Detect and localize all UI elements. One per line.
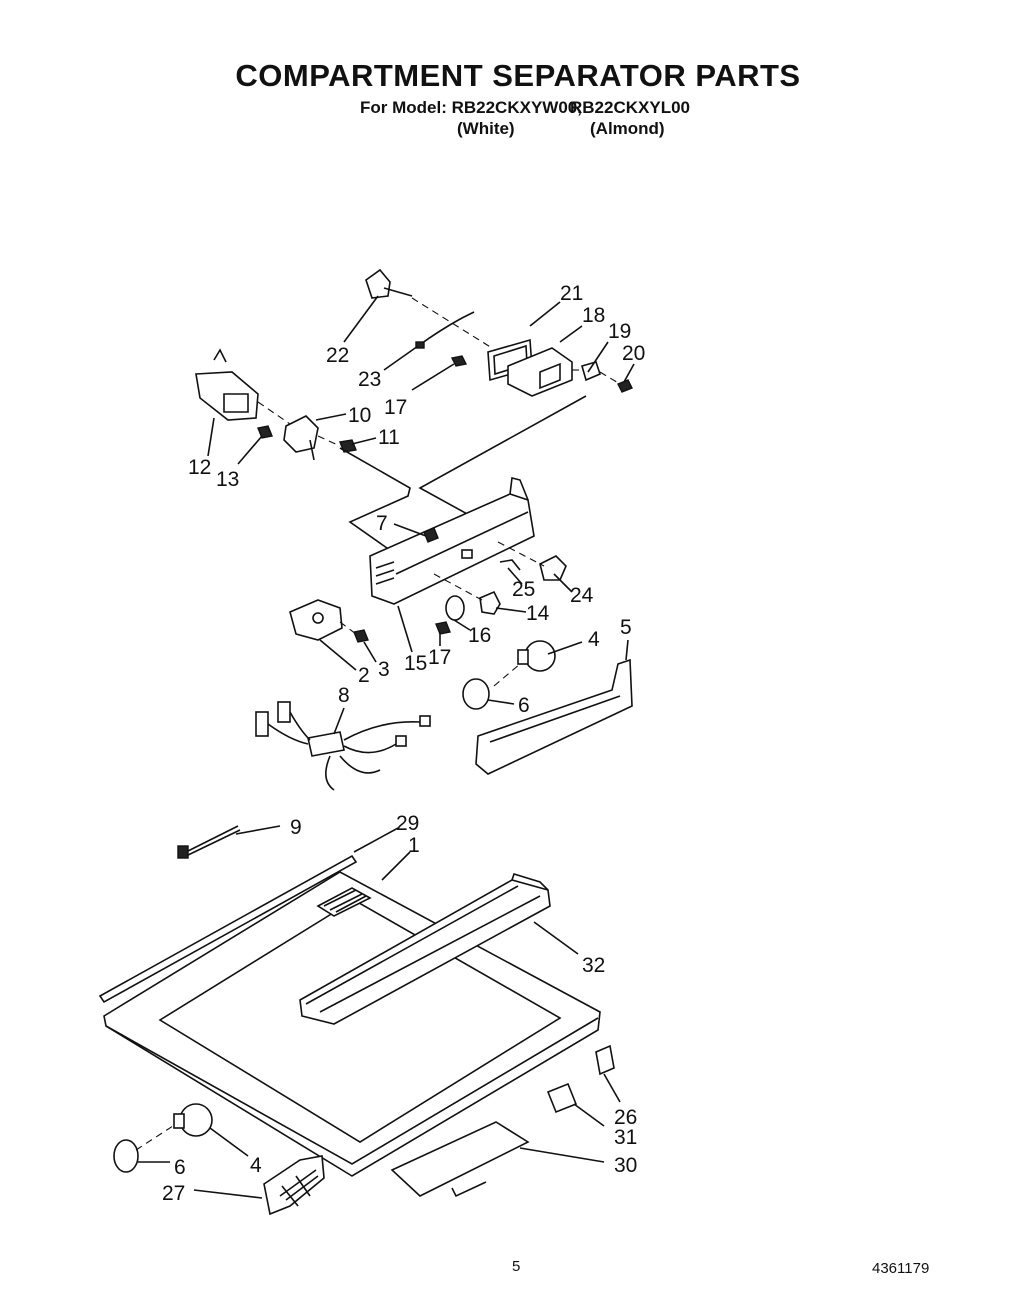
part-15-control-housing <box>369 477 535 605</box>
part-6-lens-lower <box>113 1139 139 1173</box>
callout-15: 15 <box>404 652 427 675</box>
part-24-knob <box>539 555 567 581</box>
part-6-lens-upper <box>462 678 490 710</box>
callout-21: 21 <box>560 282 583 305</box>
part-26-clip <box>595 1044 615 1076</box>
callout-16: 16 <box>468 624 491 647</box>
page-number: 5 <box>512 1258 521 1275</box>
callout-32: 32 <box>582 954 605 977</box>
part-12-bracket <box>195 348 259 421</box>
part-1-separator-frame <box>103 871 601 1177</box>
part-2-damper-control <box>289 599 343 641</box>
part-16-grommet <box>445 595 465 621</box>
part-22-grommet <box>365 268 413 299</box>
model-number-almond: RB22CKXYL00 <box>570 98 690 117</box>
part-30-cover-plate <box>390 1121 530 1198</box>
callout-13: 13 <box>216 468 239 491</box>
part-7-clip <box>423 527 439 543</box>
callout-6-upper: 6 <box>518 694 530 717</box>
part-17-screw-top <box>450 355 468 367</box>
callout-14: 14 <box>526 602 550 625</box>
model-line: For Model: RB22CKXYW00, <box>360 98 582 117</box>
callout-19: 19 <box>608 320 631 343</box>
part-4-bulb-upper <box>517 640 556 672</box>
part-29-seal-strip <box>98 854 358 1004</box>
callout-10: 10 <box>348 404 371 427</box>
callout-24: 24 <box>570 584 594 607</box>
leader-lines <box>138 295 635 1199</box>
callout-8: 8 <box>338 684 350 707</box>
part-5-light-shield <box>475 658 633 775</box>
part-32-channel <box>299 873 551 1025</box>
callout-26: 26 <box>614 1106 637 1129</box>
callout-30: 30 <box>614 1154 637 1177</box>
document-number: 4361179 <box>872 1260 930 1277</box>
part-27-grille <box>263 1155 325 1216</box>
part-13-screw <box>257 425 273 439</box>
part-18-light-housing <box>507 347 573 397</box>
callout-23: 23 <box>358 368 381 391</box>
part-19-knob <box>581 361 601 382</box>
part-3-screw <box>353 629 369 643</box>
callout-20: 20 <box>622 342 645 365</box>
part-17-screw-bottom <box>435 621 451 635</box>
part-31-hinge-block <box>546 1082 578 1114</box>
part-10-thermostat <box>283 415 319 461</box>
part-14-lamp-socket <box>479 590 501 615</box>
callout-3: 3 <box>378 658 390 681</box>
callout-31: 31 <box>614 1126 637 1149</box>
part-9-thermistor <box>177 825 241 859</box>
page-title: COMPARTMENT SEPARATOR PARTS <box>235 58 801 93</box>
part-4-bulb-lower <box>173 1103 213 1137</box>
callout-27: 27 <box>162 1182 185 1205</box>
part-25-clip <box>499 559 521 571</box>
callout-2: 2 <box>358 664 370 687</box>
callout-9: 9 <box>290 816 302 839</box>
callout-1: 1 <box>408 834 420 857</box>
callout-7: 7 <box>376 512 388 535</box>
callout-12: 12 <box>188 456 211 479</box>
color-white: (White) <box>457 119 515 138</box>
color-almond: (Almond) <box>590 119 665 138</box>
callout-5: 5 <box>620 616 632 639</box>
callout-17-bottom: 17 <box>428 646 451 669</box>
callout-6-lower: 6 <box>174 1156 186 1179</box>
callout-11: 11 <box>378 426 400 449</box>
callout-22: 22 <box>326 344 349 367</box>
callout-29: 29 <box>396 812 419 835</box>
part-23-wire-lead <box>415 311 475 349</box>
callout-25: 25 <box>512 578 535 601</box>
callout-4-lower: 4 <box>250 1154 262 1177</box>
part-8-wire-harness <box>255 701 431 791</box>
callout-17-top: 17 <box>384 396 407 419</box>
callout-18: 18 <box>582 304 605 327</box>
callout-4-upper: 4 <box>588 628 600 651</box>
